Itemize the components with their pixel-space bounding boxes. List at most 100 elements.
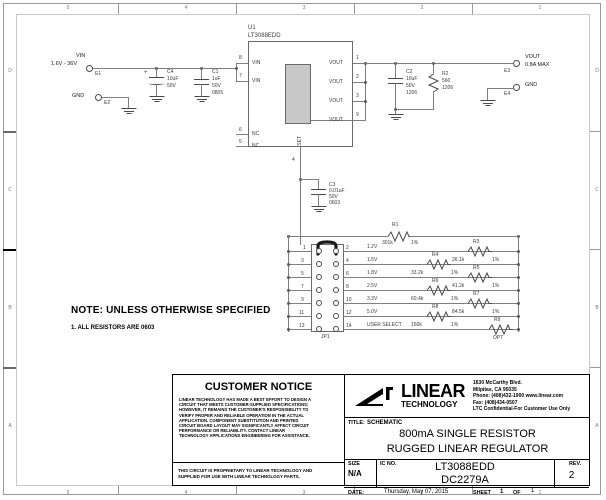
junction	[517, 302, 520, 305]
customer-notice-body: LINEAR TECHNOLOGY HAS MADE A BEST EFFORT…	[179, 397, 311, 439]
terminal-refdes-e2: E2	[104, 100, 111, 106]
jumper-pad[interactable]	[316, 274, 322, 280]
junction	[287, 289, 290, 292]
junction	[517, 315, 520, 318]
title-block-divider	[376, 459, 378, 487]
resistor-tol-r7: 1%	[492, 309, 500, 315]
jumper-pad[interactable]	[333, 287, 339, 293]
capacitor-package-c3: 0603	[329, 200, 341, 206]
zone-label-left: A	[8, 423, 12, 429]
wire-r2	[433, 92, 434, 109]
resistor-tol-r8: 1%	[451, 322, 459, 328]
pin-lead	[236, 63, 248, 64]
jumper-pin-number: 13	[299, 323, 305, 329]
rev-label: REV.	[569, 461, 582, 467]
ic-pin-number: 1	[356, 55, 359, 61]
terminal-label-gnd2: GND	[525, 82, 538, 88]
title-block-divider	[344, 417, 589, 419]
resistor-refdes-r8: R8	[432, 304, 439, 310]
wire-jp1-left	[288, 264, 311, 265]
ic-pin-name: VOUT	[329, 98, 343, 104]
resistor-tol-r3: 1%	[492, 257, 500, 263]
resistor-value-r8: 150k	[411, 322, 422, 328]
capacitor-voltage-c2: 50V	[406, 83, 415, 89]
zone-label-top: 5	[66, 5, 70, 11]
wire-c4	[156, 84, 157, 96]
jumper-pad[interactable]	[316, 287, 322, 293]
title-field-label: TITLE:	[348, 420, 365, 426]
zone-label-left: B	[8, 305, 12, 311]
jumper-pin-number: 11	[299, 310, 305, 316]
sheet-total: 1	[531, 488, 535, 494]
junction	[517, 250, 520, 253]
frame-tick	[118, 3, 119, 14]
jumper-row-label: 3.3V	[367, 296, 378, 302]
resistor-symbol-r3	[468, 245, 492, 258]
wire-r2	[433, 63, 434, 74]
wire-jp1-right	[344, 251, 518, 252]
jumper-pad[interactable]	[333, 300, 339, 306]
note-title: NOTE: UNLESS OTHERWISE SPECIFIED	[71, 305, 271, 316]
wire-jp1-right	[344, 303, 518, 304]
sheet-label: SHEET	[473, 490, 491, 496]
jumper-pad[interactable]	[316, 248, 322, 254]
jumper-pad[interactable]	[333, 248, 339, 254]
terminal-label-gnd: GND	[72, 93, 85, 99]
wire-vout-rail	[365, 63, 513, 64]
jumper-pad[interactable]	[333, 261, 339, 267]
junction	[287, 302, 290, 305]
frame-tick	[590, 249, 601, 250]
wire-e2-gnd	[102, 97, 128, 98]
ic-pin-number: 9	[356, 112, 359, 118]
resistor-value-r1: 301k	[382, 240, 393, 246]
pin-lead	[311, 120, 365, 121]
company-address: 1630 McCarthy Blvd. Milpitas, CA 95035 P…	[473, 380, 571, 413]
resistor-tol-r1: 1%	[411, 240, 419, 246]
wire-jp1-left	[288, 277, 311, 278]
ground-symbol	[480, 100, 495, 107]
frame-tick	[3, 131, 16, 133]
wire-c1	[201, 68, 202, 79]
jumper-pad[interactable]	[316, 300, 322, 306]
zone-label-right: A	[595, 423, 599, 429]
frame-tick	[472, 486, 473, 495]
terminal-e2[interactable]	[95, 94, 102, 101]
jumper-pad[interactable]	[333, 274, 339, 280]
resistor-refdes-r3: R3	[473, 239, 480, 245]
note-item: 1. ALL RESISTORS ARE 0603	[71, 325, 155, 331]
size-value: N/A	[348, 469, 362, 478]
junction	[364, 81, 367, 84]
ic-pin-name: VIN	[252, 78, 261, 84]
jumper-pad[interactable]	[316, 261, 322, 267]
resistor-symbol-r5	[468, 271, 492, 284]
resistor-value-r7: 84.5k	[452, 309, 465, 315]
jumper-pad[interactable]	[333, 326, 339, 332]
junction	[517, 276, 520, 279]
frame-tick	[354, 486, 355, 495]
schematic-title-line2: RUGGED LINEAR REGULATOR	[386, 443, 549, 455]
jumper-pad[interactable]	[316, 326, 322, 332]
title-block-divider	[344, 375, 346, 485]
title-block-divider	[554, 459, 556, 487]
terminal-e1[interactable]	[86, 65, 93, 72]
capacitor-voltage-c1: 50V	[212, 83, 221, 89]
wire-jp1-right	[344, 329, 518, 330]
resistor-refdes-r4: R4	[432, 252, 439, 258]
capacitor-voltage-c3: 50V	[329, 194, 338, 200]
wire-r1-right	[410, 236, 518, 237]
frame-tick	[472, 3, 473, 14]
jumper-shunt[interactable]	[314, 240, 340, 256]
jumper-pad[interactable]	[316, 313, 322, 319]
wire-out-gnd	[395, 109, 396, 114]
title-field-value: SCHEMATIC	[367, 420, 403, 426]
frame-tick	[236, 486, 237, 495]
resistor-value-r3: 26.1k	[452, 257, 465, 263]
terminal-e4[interactable]	[513, 84, 520, 91]
linear-technology-logo-icon	[355, 387, 393, 406]
jumper-pad[interactable]	[333, 313, 339, 319]
ic-pin-name-set: SET	[297, 136, 303, 146]
terminal-e3[interactable]	[513, 60, 520, 67]
capacitor-value-c1: 1uF	[212, 76, 221, 82]
resistor-symbol-r9	[489, 323, 513, 336]
resistor-symbol-r6	[427, 284, 451, 297]
